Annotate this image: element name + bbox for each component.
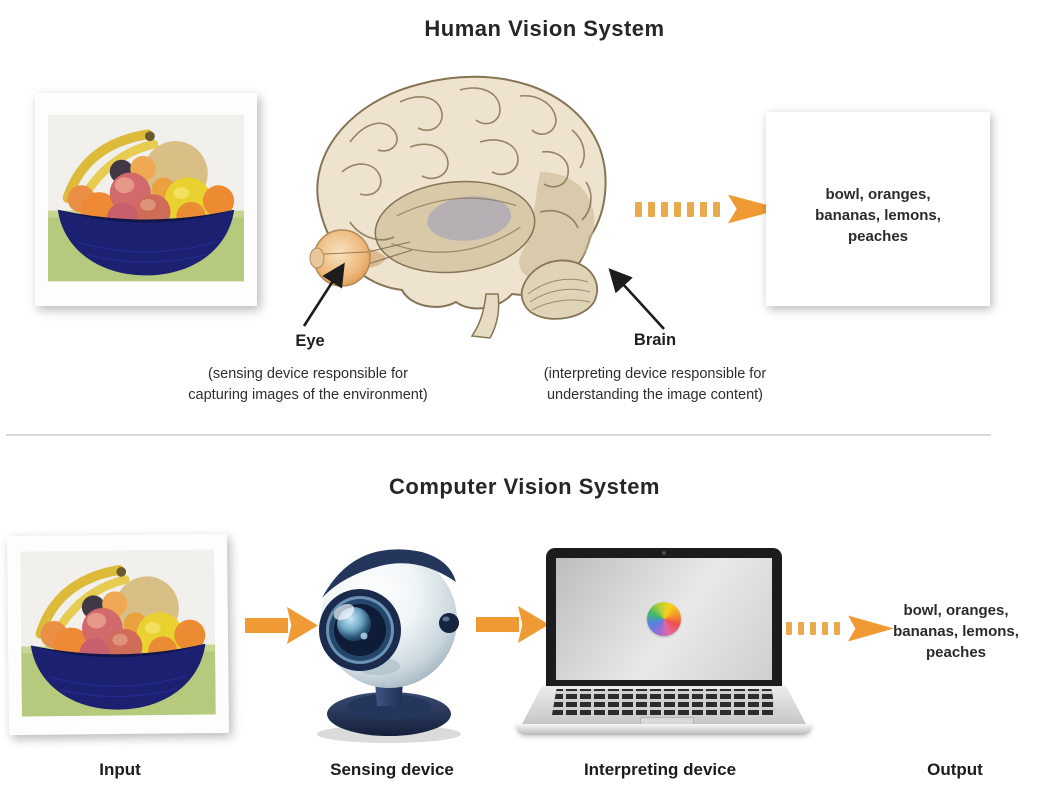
eye-pointer-arrow bbox=[302, 262, 345, 327]
human-output-arrow bbox=[635, 194, 782, 224]
fruit-bowl-image bbox=[48, 106, 244, 290]
laptop-display bbox=[556, 558, 772, 680]
laptop-base bbox=[516, 724, 812, 735]
computer-output-text: bowl, oranges, bananas, lemons, peaches bbox=[893, 602, 1019, 661]
human-output-text: bowl, oranges, bananas, lemons, peaches bbox=[815, 186, 941, 245]
computer-system-title: Computer Vision System bbox=[389, 474, 660, 499]
color-pinwheel-icon bbox=[647, 602, 681, 636]
eye-caption: (sensing device responsible for capturin… bbox=[188, 366, 428, 403]
human-output-card: bowl, oranges, bananas, lemons, peaches bbox=[766, 112, 990, 306]
laptop-illustration bbox=[516, 548, 812, 736]
stage-label-input: Input bbox=[99, 760, 141, 779]
computer-input-photo bbox=[6, 533, 230, 736]
laptop-screen bbox=[546, 548, 782, 688]
stage-label-output: Output bbox=[927, 760, 983, 779]
computer-output-arrow bbox=[786, 615, 894, 642]
eye-label: Eye bbox=[295, 332, 325, 350]
stage-label-sensing: Sensing device bbox=[330, 760, 454, 779]
input-to-sensor-arrow bbox=[245, 607, 318, 644]
sensor-to-interpreter-arrow bbox=[476, 606, 549, 643]
webcam-illustration bbox=[317, 549, 461, 743]
fruit-bowl-image bbox=[20, 547, 216, 719]
laptop-keyboard bbox=[552, 689, 776, 715]
brain-label: Brain bbox=[633, 331, 677, 349]
brain-illustration bbox=[309, 75, 607, 339]
brain-pointer-arrow bbox=[608, 268, 665, 330]
laptop-camera-dot bbox=[662, 551, 666, 555]
webcam-lens bbox=[319, 589, 401, 671]
human-input-photo bbox=[35, 93, 257, 306]
stage-label-interpreting: Interpreting device bbox=[583, 760, 737, 779]
webcam-mic bbox=[439, 613, 459, 633]
human-system-title: Human Vision System bbox=[424, 16, 665, 41]
section-divider bbox=[6, 434, 991, 436]
brain-caption: (interpreting device responsible for und… bbox=[543, 366, 767, 403]
